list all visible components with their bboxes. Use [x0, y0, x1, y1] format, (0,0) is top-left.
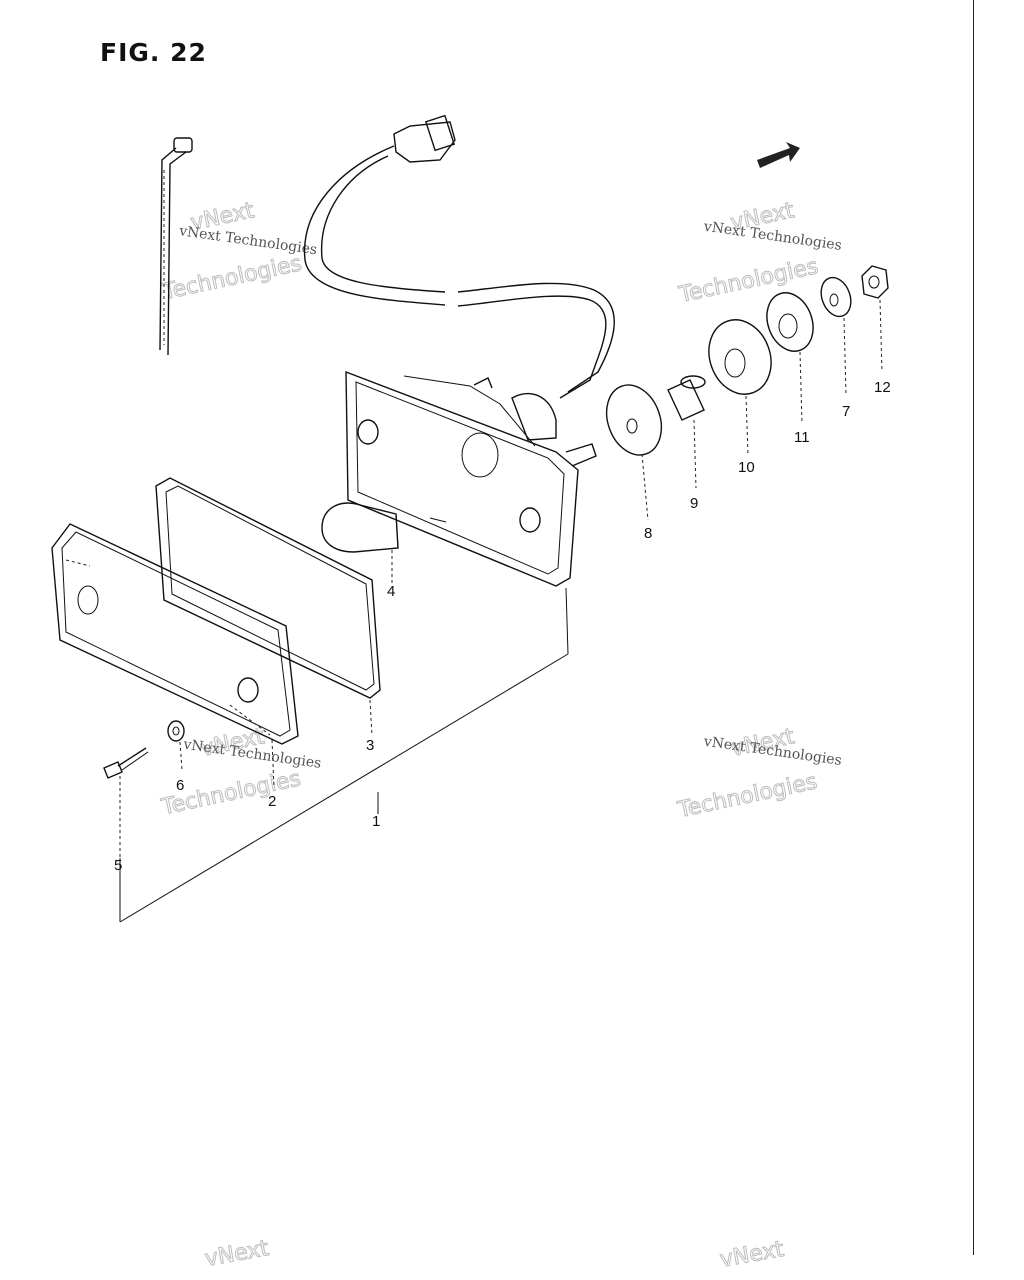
- grommet: [167, 720, 185, 742]
- washer-11: [766, 292, 814, 352]
- callout-7: 7: [842, 403, 850, 420]
- screw: [103, 747, 149, 779]
- bulb: [321, 502, 399, 553]
- page-right-border: [973, 0, 974, 1255]
- watermark-bottom-right: vNext vNext Technologies Technologies: [674, 724, 842, 824]
- callout-labels: 1 2 3 4 5 6 7 8 9 10 11 12: [114, 379, 891, 874]
- washer-8: [605, 384, 663, 456]
- svg-text:Technologies: Technologies: [676, 254, 820, 308]
- leader-lines: [119, 299, 883, 923]
- nut-12: [861, 265, 889, 299]
- callout-11: 11: [794, 429, 810, 446]
- callout-2: 2: [268, 793, 276, 810]
- harness-wire: [303, 114, 615, 399]
- spacer-9: [667, 375, 706, 421]
- callout-3: 3: [366, 737, 374, 754]
- svg-text:vNext: vNext: [203, 1236, 271, 1272]
- watermark-bottom-left: vNext vNext Technologies Technologies: [158, 724, 322, 821]
- washer-7: [820, 276, 852, 318]
- watermark-footer: vNext vNext: [203, 1236, 787, 1274]
- lens-gasket: [155, 477, 381, 699]
- svg-text:Technologies: Technologies: [160, 251, 304, 305]
- watermark-top-left: vNext vNext Technologies Technologies: [159, 198, 318, 306]
- callout-4: 4: [387, 583, 395, 600]
- watermark-top-right: vNext vNext Technologies Technologies: [676, 198, 843, 309]
- lens: [51, 523, 299, 745]
- svg-text:vNext: vNext: [718, 1237, 786, 1273]
- callout-12: 12: [874, 379, 891, 396]
- callout-5: 5: [114, 857, 122, 874]
- damper-10: [708, 319, 772, 395]
- svg-text:Technologies: Technologies: [675, 769, 819, 823]
- callout-9: 9: [690, 495, 698, 512]
- callout-6: 6: [176, 777, 184, 794]
- figure-title: FIG. 22: [100, 38, 207, 67]
- lamp-housing: [345, 370, 597, 587]
- callout-8: 8: [644, 525, 652, 542]
- wire-lead: [159, 137, 193, 356]
- front-arrow-icon: [757, 142, 800, 168]
- callout-10: 10: [738, 459, 755, 476]
- callout-1: 1: [372, 813, 380, 830]
